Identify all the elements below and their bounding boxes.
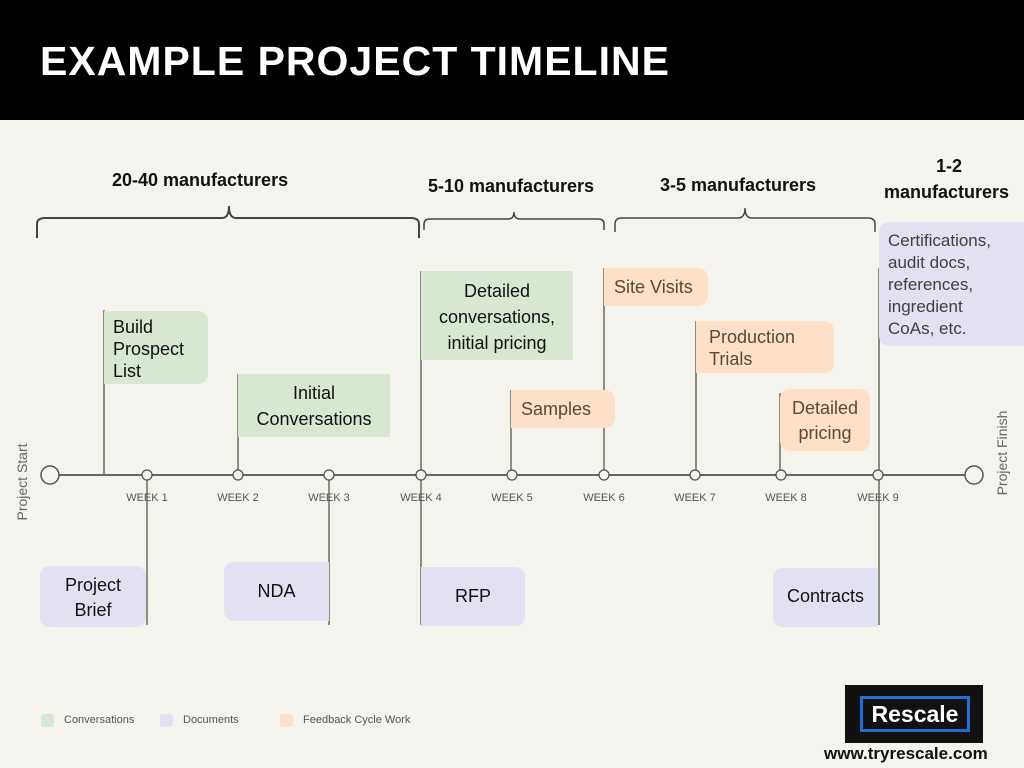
phase-label-2: 5-10 manufacturers — [428, 176, 595, 196]
week-label-6: WEEK 6 — [583, 492, 625, 504]
legend-label-feedback: Feedback Cycle Work — [303, 714, 411, 726]
week-node — [598, 469, 610, 481]
week-node — [689, 469, 701, 481]
doc-contracts: Contracts — [773, 568, 878, 627]
brace-phase-3 — [614, 207, 876, 232]
week-label-4: WEEK 4 — [400, 492, 442, 504]
legend-swatch-feedback — [280, 713, 293, 727]
legend-swatch-conversations — [41, 713, 54, 727]
doc-rfp: RFP — [421, 567, 525, 626]
week-node — [775, 469, 787, 481]
week-node — [141, 469, 153, 481]
start-node — [40, 465, 60, 485]
phase-label-4-line-1: 1-2 — [936, 156, 963, 176]
week-label-5: WEEK 5 — [491, 492, 533, 504]
phase-label-1: 20-40 manufacturers — [112, 170, 289, 190]
phase-label-4-line-2: manufacturers — [884, 182, 1010, 202]
phase-label-3: 3-5 manufacturers — [660, 175, 817, 195]
rescale-logo: Rescale — [845, 685, 983, 743]
project-start-label: Project Start — [14, 443, 30, 521]
week-node — [506, 469, 518, 481]
week-label-2: WEEK 2 — [217, 492, 259, 504]
task-certifications: Certifications, audit docs, references, … — [879, 222, 1024, 346]
header-bar: EXAMPLE PROJECT TIMELINE — [0, 0, 1024, 120]
week-label-8: WEEK 8 — [765, 492, 807, 504]
legend-conversations: Conversations — [41, 712, 134, 728]
week-label-7: WEEK 7 — [674, 492, 716, 504]
task-initial-conversations: Initial Conversations — [238, 374, 390, 437]
task-build-prospect-list: Build Prospect List — [104, 311, 208, 384]
doc-nda: NDA — [224, 562, 329, 621]
task-samples: Samples — [511, 390, 615, 428]
task-production-trials: Production Trials — [696, 321, 834, 373]
website-url: www.tryrescale.com — [824, 744, 988, 763]
brace-phase-1 — [36, 205, 420, 238]
task-site-visits: Site Visits — [604, 268, 708, 306]
task-detailed-pricing: Detailed pricing — [780, 389, 870, 451]
legend-label-documents: Documents — [183, 714, 239, 726]
week-node — [415, 469, 427, 481]
week-label-9: WEEK 9 — [857, 492, 899, 504]
legend-swatch-documents — [160, 713, 173, 727]
week-node — [232, 469, 244, 481]
legend-documents: Documents — [160, 712, 239, 728]
legend-feedback: Feedback Cycle Work — [280, 712, 410, 728]
page-title: EXAMPLE PROJECT TIMELINE — [40, 38, 670, 84]
finish-node — [964, 465, 984, 485]
project-finish-label: Project Finish — [994, 410, 1010, 496]
legend-label-conversations: Conversations — [64, 714, 135, 726]
week-label-3: WEEK 3 — [308, 492, 350, 504]
brace-phase-2 — [423, 211, 605, 230]
task-detailed-conversations: Detailed conversations, initial pricing — [421, 271, 573, 360]
week-label-1: WEEK 1 — [126, 492, 168, 504]
week-node — [323, 469, 335, 481]
week-node — [872, 469, 884, 481]
rescale-logo-text: Rescale — [860, 696, 970, 732]
doc-project-brief: Project Brief — [40, 566, 146, 627]
